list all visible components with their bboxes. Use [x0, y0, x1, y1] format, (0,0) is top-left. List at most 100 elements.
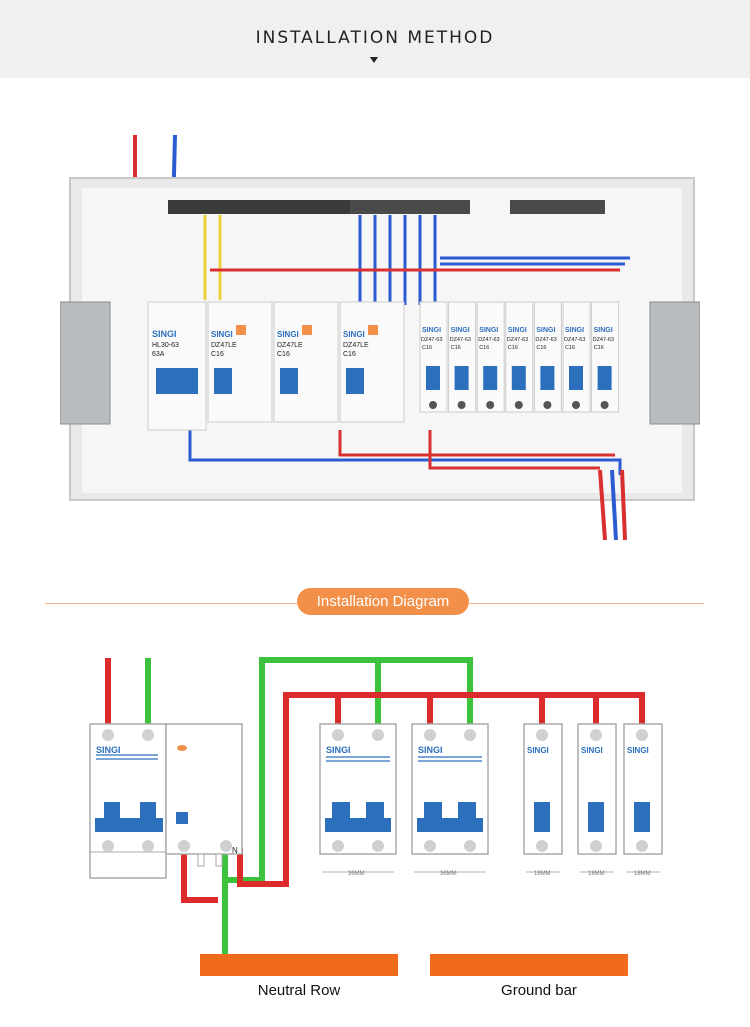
single-breaker-terminal	[590, 840, 602, 852]
mcb-rating: C16	[594, 345, 604, 351]
single-breaker-terminal	[590, 729, 602, 741]
divider-left	[45, 603, 297, 604]
rcbo-switch	[346, 368, 364, 394]
mcb-rating: C16	[479, 345, 489, 351]
mcb-body	[562, 301, 591, 413]
double-breaker-brand: SINGI	[326, 745, 351, 755]
double-breaker-terminal	[332, 729, 344, 741]
rcbo-brand: SINGI	[277, 330, 299, 339]
double-breaker-terminal	[464, 840, 476, 852]
mcb-brand: SINGI	[451, 327, 470, 334]
divider-right	[469, 603, 704, 604]
mcb-terminal	[572, 401, 580, 409]
mcb-terminal	[543, 401, 552, 409]
mcb-brand: SINGI	[422, 327, 441, 334]
header-title: INSTALLATION METHOD	[255, 28, 495, 48]
mcb-brand: SINGI	[508, 327, 527, 334]
mcb-rating: C16	[536, 345, 546, 351]
width-dimension-label: 36MM	[440, 871, 457, 877]
rcd-to-ground-wire	[181, 848, 218, 903]
main-breaker-model: HL30-63	[152, 342, 179, 349]
rcbo-test-button	[368, 325, 378, 335]
mcb-brand: SINGI	[479, 327, 498, 334]
page-header: INSTALLATION METHOD	[0, 0, 750, 78]
double-breaker-toggle	[366, 802, 384, 820]
rcbo-model: DZ47LE	[211, 342, 237, 349]
width-dimension-label: 18MM	[534, 871, 551, 877]
rcbo-test-button	[302, 325, 312, 335]
single-breaker-terminal	[536, 840, 548, 852]
double-breaker-terminal	[464, 729, 476, 741]
mcb-switch	[511, 366, 526, 390]
installation-diagram: SINGI N SINGI 36MM SINGI 36MM SINGI 18MM SING…	[89, 657, 663, 976]
rcbo-switch	[280, 368, 298, 394]
mcb-model: DZ47-63	[564, 337, 585, 343]
rcbo-rating: C16	[277, 351, 290, 358]
rcbo-model: DZ47LE	[277, 342, 303, 349]
rcbo-brand: SINGI	[211, 330, 233, 339]
main-breaker-brand: SINGI	[152, 329, 177, 339]
mcb-rating: C16	[422, 345, 432, 351]
width-dimension-label: 36MM	[348, 871, 365, 877]
rcbo-rating: C16	[343, 351, 356, 358]
mcb-brand: SINGI	[565, 327, 584, 334]
mcb-model: DZ47-63	[421, 337, 442, 343]
single-breaker-body	[523, 723, 563, 855]
rcbo-test-button	[236, 325, 246, 335]
mcb-brand: SINGI	[536, 327, 555, 334]
single-breaker-body	[623, 723, 663, 855]
mcb-terminal	[457, 401, 466, 409]
main-breaker: SINGI	[89, 723, 167, 879]
single-breaker-toggle	[634, 802, 650, 832]
mcb-body	[419, 301, 448, 413]
single-breaker-brand: SINGI	[581, 746, 603, 755]
rcbo-model: DZ47LE	[343, 342, 369, 349]
single-breaker-brand: SINGI	[627, 746, 649, 755]
double-breaker-terminal	[332, 840, 344, 852]
double-breaker-terminal	[424, 840, 436, 852]
neutral-row-bar	[200, 954, 398, 976]
rcbo-group: SINGIDZ47LEC16SINGIDZ47LEC16SINGIDZ47LEC…	[207, 301, 405, 423]
rcbo-body	[273, 301, 339, 423]
single-breaker-terminal	[636, 840, 648, 852]
main-breaker-brand-label: SINGI	[96, 745, 121, 755]
double-breaker-body	[319, 723, 397, 855]
mcb-body	[533, 301, 562, 413]
single-breaker-toggle	[534, 802, 550, 832]
distribution-box-photo: SINGI HL30-63 63A SINGI DZ47LE C16 SINGI DZ4…	[60, 134, 700, 540]
double-breaker-toggle	[332, 802, 350, 820]
ground-bar	[430, 954, 628, 976]
double-breaker-terminal	[372, 729, 384, 741]
mcb-body	[476, 301, 505, 413]
mcb-body	[591, 301, 620, 413]
mcb-model: DZ47-63	[535, 337, 556, 343]
mcb-model: DZ47-63	[593, 337, 614, 343]
mcb-model: DZ47-63	[507, 337, 528, 343]
mcb-switch	[454, 366, 469, 390]
double-breaker-group: SINGI 36MM SINGI 36MM	[319, 723, 489, 877]
main-breaker-rating: 63A	[152, 351, 165, 358]
ground-bar-label: Ground bar	[501, 982, 577, 999]
mcb-model: DZ47-63	[450, 337, 471, 343]
neutral-row-label: Neutral Row	[257, 982, 341, 999]
mcb-switch	[426, 366, 440, 390]
mcb-switch	[569, 366, 583, 390]
mcb-terminal	[429, 401, 437, 409]
double-breaker-terminal	[372, 840, 384, 852]
single-breaker-terminal	[636, 729, 648, 741]
double-breaker-toggle	[458, 802, 476, 820]
double-breaker-toggle-base	[417, 818, 483, 832]
rcbo-brand: SINGI	[343, 330, 365, 339]
mcb-terminal	[486, 401, 495, 409]
rcbo-body	[207, 301, 273, 423]
double-breaker-toggle	[424, 802, 442, 820]
double-breaker-brand: SINGI	[418, 745, 443, 755]
mcb-model: DZ47-63	[478, 337, 499, 343]
mcb-body	[505, 301, 534, 413]
neutral-bus-wire	[225, 657, 473, 883]
rcd-module: N	[165, 723, 243, 867]
single-breaker-body	[577, 723, 617, 855]
single-breaker-toggle	[588, 802, 604, 832]
single-breaker-brand: SINGI	[527, 746, 549, 755]
